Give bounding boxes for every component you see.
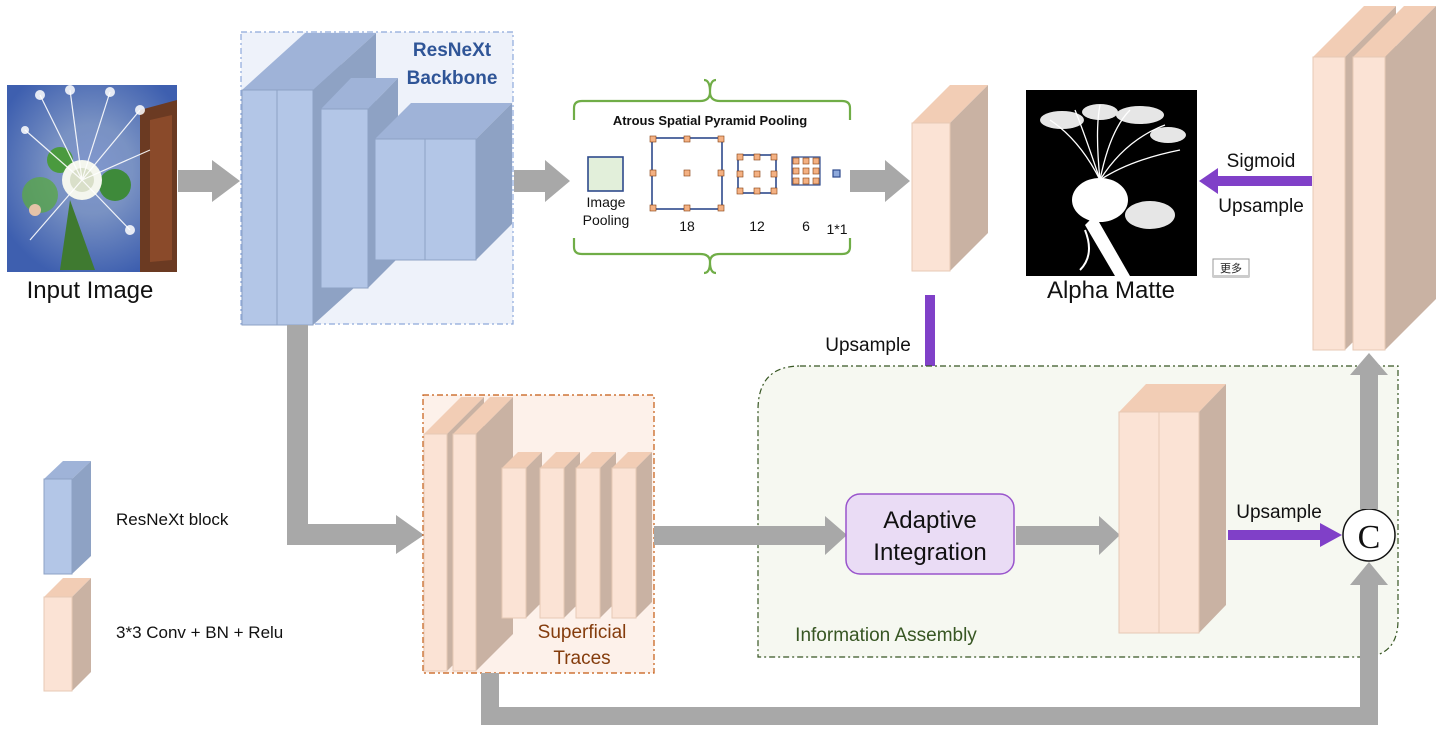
- arrow-superficial-to-adaptive: [654, 526, 826, 545]
- superficial-conv-block-4: [539, 452, 580, 619]
- upsample-top-right-label: Upsample: [1218, 196, 1304, 217]
- superficial-label-1: Superficial: [538, 622, 627, 643]
- superficial-conv-block-3: [501, 452, 542, 619]
- image-pooling-box: [587, 156, 624, 192]
- legend-resnext-label: ResNeXt block: [116, 510, 229, 529]
- sigmoid-label: Sigmoid: [1227, 151, 1296, 172]
- assembly-conv-block-2: [1158, 384, 1226, 634]
- legend-resnext-icon: [43, 461, 91, 575]
- backbone-label-2: Backbone: [407, 68, 498, 89]
- alpha-matte-label: Alpha Matte: [1047, 277, 1175, 304]
- arrow-backbone-to-aspp: [514, 160, 570, 202]
- superficial-label-2: Traces: [553, 648, 610, 669]
- adaptive-integration-box: [845, 493, 1015, 575]
- aspp-title: Atrous Spatial Pyramid Pooling: [613, 113, 807, 128]
- backbone-label-1: ResNeXt: [413, 40, 492, 61]
- upsample-bottom-label: Upsample: [1236, 502, 1322, 523]
- adaptive-label-2: Integration: [873, 539, 986, 566]
- arrow-concat-to-output: [1360, 374, 1378, 509]
- output-conv-block-2: [1352, 6, 1436, 351]
- arrow-sigmoid-upsample: [1199, 168, 1312, 194]
- aspp-output-conv-block: [911, 85, 988, 272]
- image-pooling-label-1: Image: [587, 194, 626, 210]
- superficial-conv-block-5: [575, 452, 616, 619]
- atrous-conv-rate-12: [736, 153, 778, 195]
- info-assembly-label: Information Assembly: [795, 625, 977, 646]
- rate-6-label: 6: [802, 218, 810, 234]
- legend-conv-icon: [43, 578, 91, 692]
- legend-conv-label: 3*3 Conv + BN + Relu: [116, 623, 283, 642]
- atrous-conv-rate-6: [791, 156, 821, 186]
- rate-1x1-label: 1*1: [826, 221, 847, 237]
- upsample-mid-label: Upsample: [825, 335, 911, 356]
- arrow-adaptive-to-conv: [1016, 526, 1100, 545]
- image-pooling-label-2: Pooling: [583, 212, 630, 228]
- arrow-aspp-to-conv: [850, 160, 910, 202]
- concat-symbol: C: [1358, 519, 1381, 556]
- rate-18-label: 18: [679, 218, 695, 234]
- aspp-brace-bottom: [572, 238, 852, 263]
- input-image-label: Input Image: [27, 277, 154, 304]
- more-button[interactable]: 更多: [1212, 258, 1250, 278]
- arrow-input-to-backbone: [178, 160, 240, 202]
- superficial-conv-block-2: [452, 397, 513, 672]
- alpha-matte-image: [1026, 90, 1197, 276]
- input-image: [7, 85, 177, 272]
- arrow-upsample-to-concat: [1228, 530, 1322, 540]
- resnext-block-5: [424, 103, 512, 261]
- more-button-label: 更多: [1220, 261, 1242, 275]
- rate-12-label: 12: [749, 218, 765, 234]
- adaptive-label-1: Adaptive: [883, 507, 976, 534]
- arrow-backbone-to-superficial: [287, 325, 308, 545]
- superficial-conv-block-6: [611, 452, 652, 619]
- conv-1x1-box: [832, 169, 841, 178]
- atrous-conv-rate-18: [649, 135, 725, 212]
